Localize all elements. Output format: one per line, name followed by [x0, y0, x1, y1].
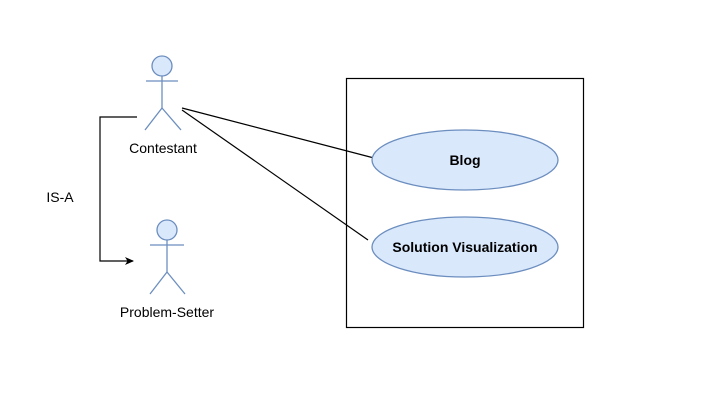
actor-contestant-left-leg — [144, 107, 163, 131]
actor-contestant-head — [151, 55, 173, 77]
actor-contestant-label: Contestant — [129, 140, 197, 156]
use-case-blog-label: Blog — [449, 152, 480, 168]
association-contestant-solution-visualization[interactable] — [181, 109, 369, 241]
association-contestant-blog[interactable] — [181, 107, 375, 159]
use-case-blog-ellipse — [371, 129, 559, 191]
use-case-solution-visualization-label: Solution Visualization — [392, 239, 537, 255]
actor-problem-setter-left-leg — [149, 271, 168, 295]
actor-problem-setter[interactable]: Problem-Setter — [120, 219, 214, 320]
use-case-solution-visualization-ellipse — [371, 216, 559, 278]
actor-problem-setter-right-leg — [166, 271, 186, 295]
actor-contestant[interactable]: Contestant — [129, 55, 197, 156]
actor-problem-setter-head — [156, 219, 178, 241]
actor-contestant-right-leg — [161, 107, 182, 131]
generalization-label: IS-A — [46, 189, 74, 205]
use-case-blog[interactable]: Blog — [371, 129, 559, 191]
use-case-solution-visualization[interactable]: Solution Visualization — [371, 216, 559, 278]
system-boundary[interactable] — [345, 77, 585, 329]
generalization-connector[interactable] — [99, 116, 137, 265]
actor-problem-setter-label: Problem-Setter — [120, 304, 214, 320]
